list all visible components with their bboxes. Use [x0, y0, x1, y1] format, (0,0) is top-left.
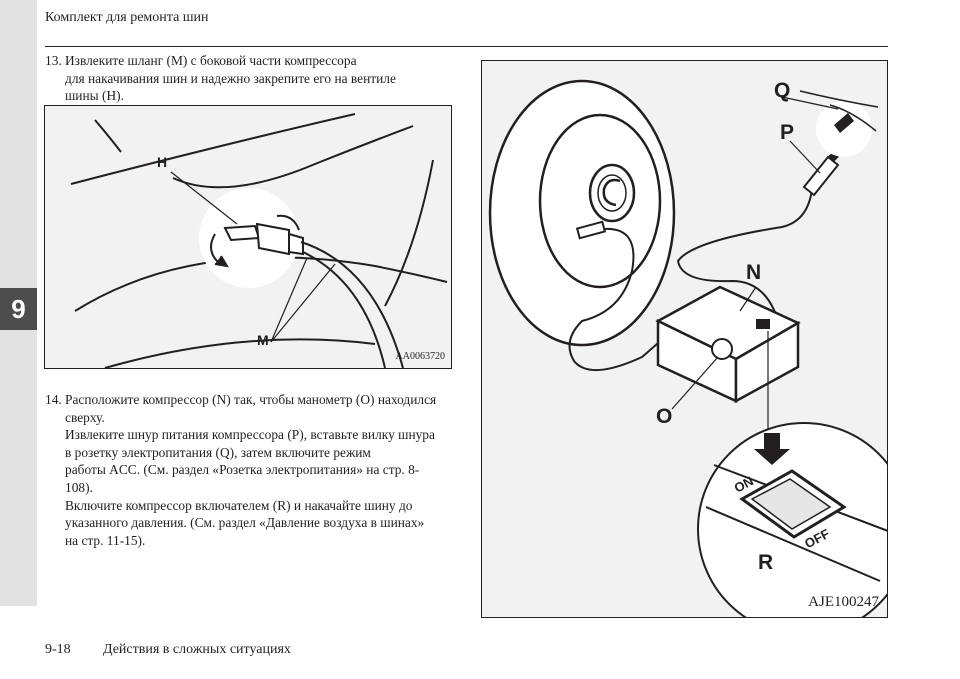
step-14-line-3: Извлеките шнур питания компрессора (P), …: [65, 427, 435, 443]
step-14-line-6: 108).: [65, 479, 93, 495]
section-title: Действия в сложных ситуациях: [103, 642, 291, 657]
leader-m-1: [270, 257, 308, 343]
compressor-switch: [756, 319, 770, 329]
step-14-line-8: указанного давления. (См. раздел «Давлен…: [65, 515, 425, 531]
step-13-line-2: для накачивания шин и надежно закрепите …: [65, 70, 396, 86]
header-rule: [45, 46, 888, 47]
page-number: 9-18: [45, 642, 71, 657]
figure-hose-valve: H M AA0063720: [44, 105, 452, 369]
step-14: 14.Расположите компрессор (N) так, чтобы…: [45, 391, 465, 549]
figure-code-small: AA0063720: [395, 351, 445, 362]
inflation-hose: [568, 227, 693, 372]
power-plug: [802, 155, 840, 197]
wheel-hub: [588, 163, 636, 223]
leader-o: [671, 356, 719, 410]
step-14-line-2: сверху.: [65, 409, 105, 425]
step-13-number: 13.: [45, 53, 62, 68]
leader-m-2: [270, 263, 336, 343]
compressor-side: [734, 320, 800, 404]
step-14-line-1: 14.Расположите компрессор (N) так, чтобы…: [45, 392, 437, 407]
press-arrow-icon: [754, 433, 790, 465]
hose-line-b: [302, 251, 386, 368]
compressor-illustration: [488, 79, 887, 617]
leader-p: [789, 140, 821, 174]
pressure-gauge: [711, 338, 733, 360]
figure-compressor-setup: Q P N O R ON OFF AJE100247: [481, 60, 888, 618]
step-14-line-5: работы ACC. (См. раздел «Розетка электро…: [65, 462, 420, 478]
socket-arrow-icon: [834, 113, 854, 133]
step-14-number: 14.: [45, 392, 62, 407]
label-q: Q: [774, 79, 791, 102]
label-h: H: [157, 154, 168, 170]
leader-n: [739, 286, 757, 312]
label-r: R: [758, 551, 774, 574]
tire-curve-upper: [70, 113, 356, 185]
step-14-line-4: в розетку электропитания (Q), затем вклю…: [65, 444, 371, 460]
hose-connector: [255, 222, 290, 256]
label-p: P: [780, 121, 795, 144]
hose-valve-illustration: [70, 113, 448, 368]
tire-curve-right: [384, 159, 434, 307]
valve-stem: [223, 224, 261, 242]
step-13: 13.Извлеките шланг (M) с боковой части к…: [45, 52, 465, 105]
tire-curve-mid: [172, 125, 414, 189]
label-m: M: [257, 332, 269, 348]
label-n: N: [746, 261, 762, 284]
figure-code-large: AJE100247: [808, 594, 879, 610]
hose-line-a: [300, 241, 404, 368]
tire-curve-bottom: [104, 338, 376, 368]
running-title: Комплект для ремонта шин: [45, 10, 209, 25]
step-14-line-9: на стр. 11-15).: [65, 532, 146, 548]
step-14-line-7: Включите компрессор включателем (R) и на…: [65, 497, 413, 513]
step-13-line-1: 13.Извлеките шланг (M) с боковой части к…: [45, 53, 357, 68]
tire-edge-line: [94, 119, 122, 153]
chapter-tab: 9: [0, 288, 37, 330]
label-o: O: [656, 405, 673, 428]
leader-q: [781, 96, 839, 110]
step-13-line-3: шины (H).: [65, 88, 124, 104]
leader-h: [170, 171, 238, 225]
hose-fitting: [575, 220, 607, 240]
switch-panel: [705, 433, 887, 582]
